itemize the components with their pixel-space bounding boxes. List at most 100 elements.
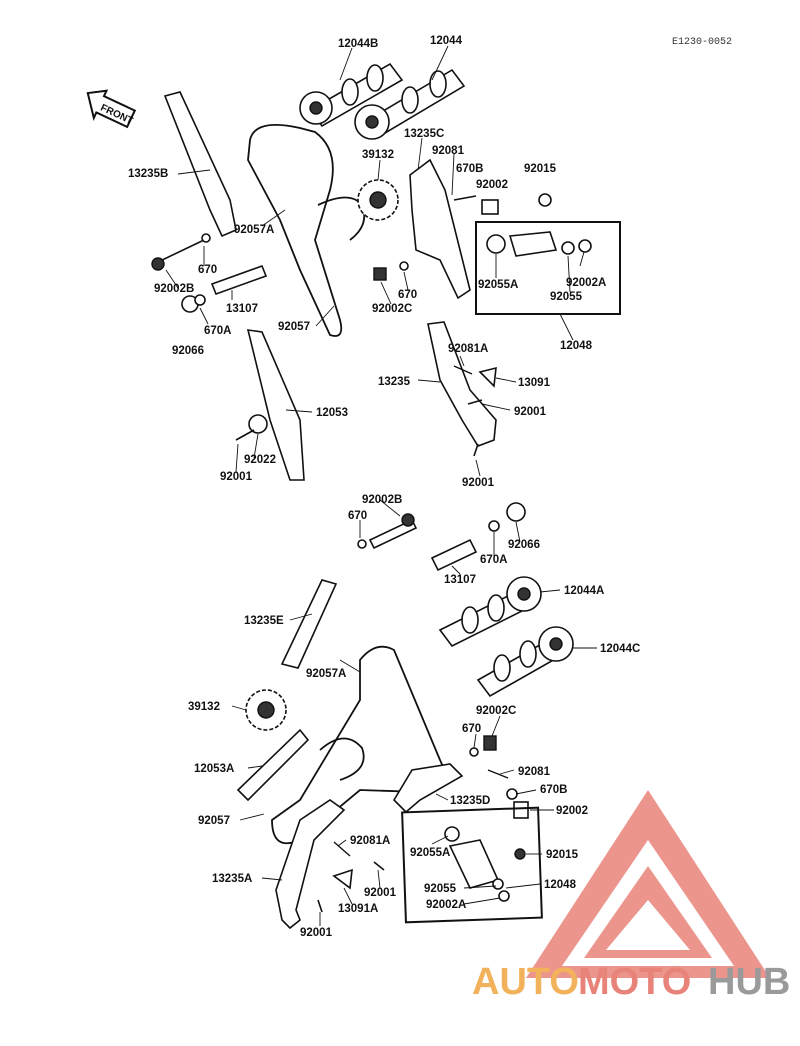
bolt-92001-mid3	[473, 443, 479, 457]
pin-13107-bot	[430, 538, 478, 572]
label-92057-top: 92057	[278, 321, 310, 333]
plug-92002-top	[481, 199, 499, 215]
chain-guide-13235a	[275, 799, 346, 930]
plug-92002-bot	[513, 801, 529, 819]
oring-670-bot2	[469, 747, 479, 757]
part-labels: 12044B 12044 13235C 39132 92081 670B 920…	[128, 35, 640, 939]
bolt-92001-mid2	[467, 399, 483, 405]
automotohub-logo-icon	[526, 790, 770, 978]
spring-92081-top	[453, 195, 477, 201]
label-92001-mid1: 92001	[514, 406, 547, 418]
label-13235a: 13235A	[212, 873, 252, 885]
label-92055a-top: 92055A	[478, 279, 518, 291]
label-670-bot1: 670	[348, 510, 367, 522]
bolt-head-92002b-top	[151, 257, 165, 271]
label-92081-top: 92081	[432, 145, 465, 157]
label-12044: 12044	[430, 35, 463, 47]
label-13107-top: 13107	[226, 303, 258, 315]
label-670-top2: 670	[398, 289, 417, 301]
oring-670-top2	[399, 261, 409, 271]
label-92022: 92022	[244, 454, 276, 466]
label-92002b-bot: 92002B	[362, 494, 402, 506]
label-92055a-bot: 92055A	[410, 847, 450, 859]
label-13091: 13091	[518, 377, 551, 389]
bolt-92001-bot1	[373, 861, 385, 871]
label-39132-top: 39132	[362, 149, 394, 161]
chain-guide-13235	[427, 321, 497, 447]
label-92002a-top: 92002A	[566, 277, 606, 289]
bolt-92002c-top	[373, 267, 387, 281]
label-92081-bot: 92081	[518, 766, 551, 778]
oring-670b-bot	[506, 788, 518, 800]
label-92002-bot: 92002	[556, 805, 588, 817]
tensioner-body-top	[486, 231, 592, 257]
label-670-top1: 670	[198, 264, 217, 276]
label-92055-top: 92055	[550, 291, 583, 303]
automotohub-watermark: AUTO MOTO HUB	[472, 790, 790, 1003]
camshaft-12044a	[438, 576, 542, 648]
label-13235: 13235	[378, 376, 411, 388]
sprocket-39132-bottom	[245, 689, 287, 731]
label-12048-bot: 12048	[544, 879, 577, 891]
label-92002a-bot: 92002A	[426, 899, 466, 911]
tensioner-kit-box-bottom	[401, 806, 543, 924]
label-92015-bot: 92015	[546, 849, 579, 861]
label-92001-mid2: 92001	[220, 471, 253, 483]
label-92066-bot: 92066	[508, 539, 540, 551]
front-arrow-icon: FRONT	[86, 89, 137, 129]
chain-guide-12053	[246, 329, 305, 481]
oring-670a-top	[194, 294, 206, 306]
label-12048-top: 12048	[560, 340, 593, 352]
washer-92022	[248, 414, 268, 434]
label-670b-top: 670B	[456, 163, 484, 175]
label-13091a: 13091A	[338, 903, 378, 915]
label-13235b: 13235B	[128, 168, 168, 180]
label-13107-bot: 13107	[444, 574, 476, 586]
label-13235c: 13235C	[404, 128, 444, 140]
tensioner-kit-box-top	[475, 221, 621, 315]
spring-92081-bot	[487, 769, 509, 779]
label-92015-top: 92015	[524, 163, 557, 175]
chain-guide-12053a	[236, 728, 310, 802]
label-12044a: 12044A	[564, 585, 604, 597]
cap-92066-bot	[506, 502, 526, 522]
oring-670-top	[201, 233, 211, 243]
bolt-92002b-bot	[368, 518, 418, 550]
bracket-13091a	[332, 868, 353, 890]
bolt-92002b-top	[157, 239, 205, 263]
label-670a-top: 670A	[204, 325, 232, 337]
leader-lines	[165, 45, 597, 926]
label-92001-mid3: 92001	[462, 477, 495, 489]
bolt-92001-mid	[235, 429, 255, 441]
label-92081a-top: 92081A	[448, 343, 488, 355]
label-670-bot2: 670	[462, 723, 481, 735]
label-13235e: 13235E	[244, 615, 284, 627]
bracket-13091	[478, 366, 497, 388]
pin-13107-top	[210, 264, 268, 296]
camshaft-12044b	[299, 62, 404, 128]
bolt-head-92002b-bot	[401, 513, 415, 527]
bolt-92015-bot	[514, 848, 526, 860]
bolt-92002c-bot	[483, 735, 497, 751]
label-12044c: 12044C	[600, 643, 640, 655]
cam-chain-bottom-loop	[319, 737, 365, 781]
label-92002-top: 92002	[476, 179, 508, 191]
label-92055-bot: 92055	[424, 883, 457, 895]
label-92057a-bot: 92057A	[306, 668, 346, 680]
label-92001-bot1: 92001	[364, 887, 397, 899]
bolt-92015-top	[538, 193, 552, 207]
label-92057-bot: 92057	[198, 815, 230, 827]
label-13235d: 13235D	[450, 795, 490, 807]
chain-tensioner-13235c	[409, 158, 471, 300]
diagram-code: E1230-0052	[672, 37, 732, 48]
bolt-92001-bot2	[317, 899, 323, 913]
label-670a-bot: 670A	[480, 554, 508, 566]
watermark-text-moto: MOTO	[578, 961, 691, 1003]
label-92081a-bot: 92081A	[350, 835, 390, 847]
label-12044b: 12044B	[338, 38, 378, 50]
cam-chain-top	[247, 124, 343, 337]
label-92002c-top: 92002C	[372, 303, 412, 315]
oring-670-bot	[357, 539, 367, 549]
label-92002c-bot: 92002C	[476, 705, 516, 717]
